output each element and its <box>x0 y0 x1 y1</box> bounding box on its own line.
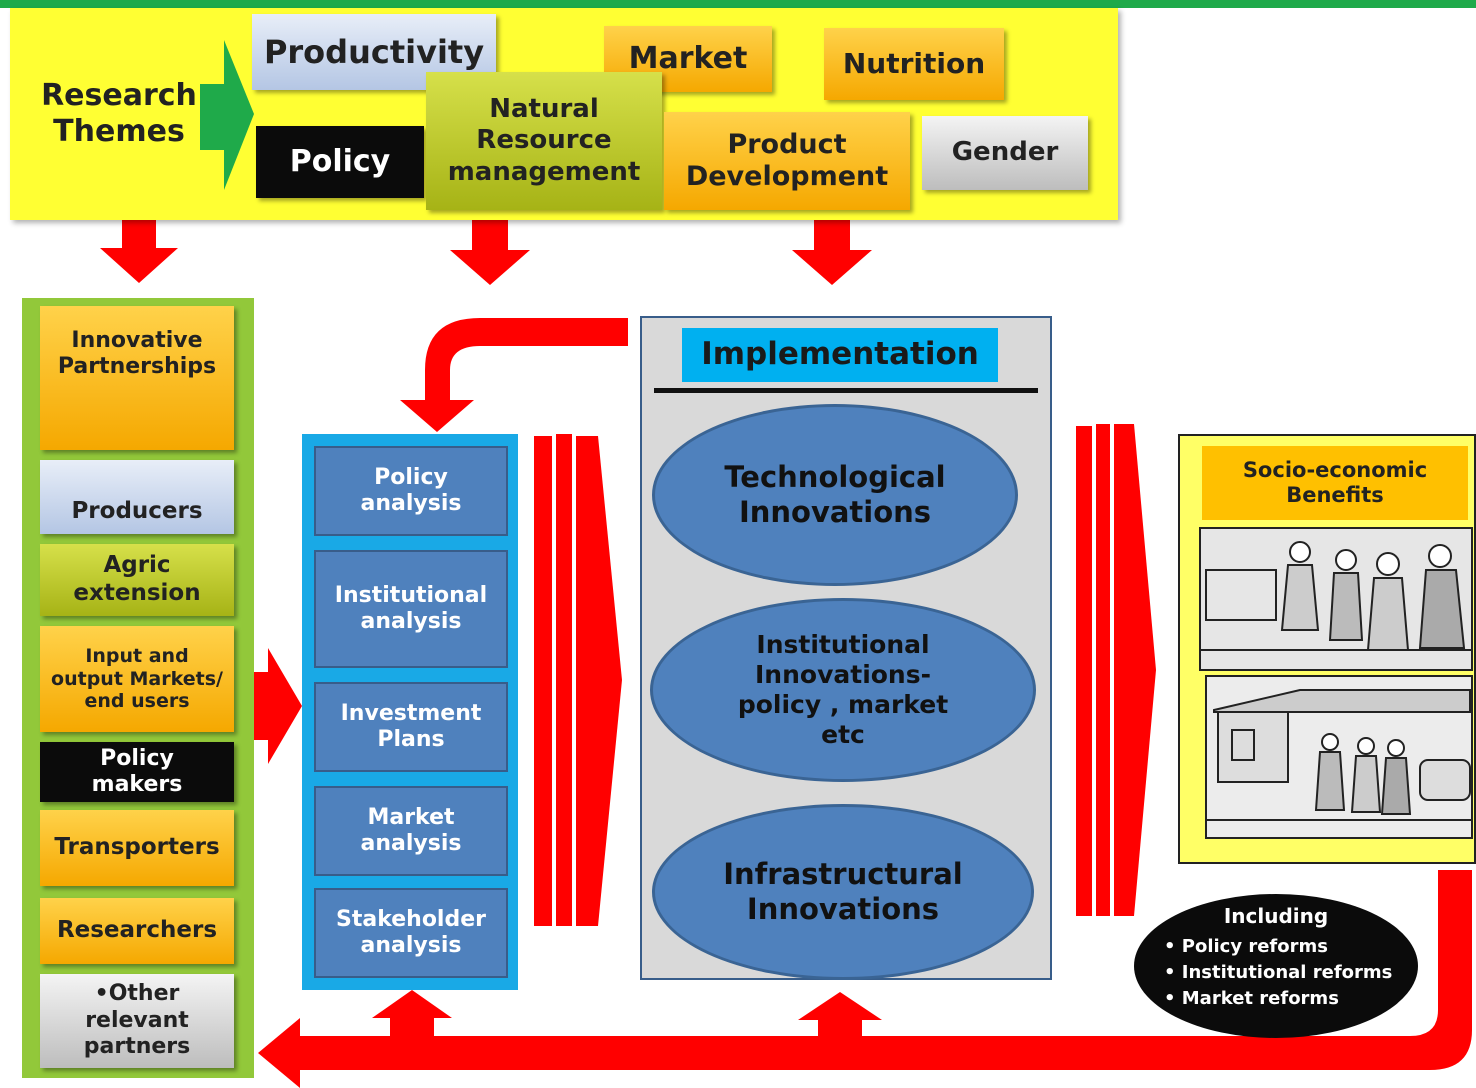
including-ellipse: Including • Policy reforms • Institution… <box>1134 894 1418 1038</box>
theme-nutrition: Nutrition <box>824 28 1004 100</box>
chevron-head-1 <box>576 436 622 926</box>
implementation-title: Implementation <box>682 328 998 382</box>
theme-product-development: Product Development <box>664 112 910 210</box>
including-list: • Policy reforms • Institutional reforms… <box>1164 934 1418 1012</box>
including-title: Including <box>1223 904 1329 928</box>
right-arrow-stakeholders <box>240 648 302 764</box>
including-item-policy-reforms: • Policy reforms <box>1164 936 1328 957</box>
up-arrow-analysis <box>372 990 452 1036</box>
theme-gender: Gender <box>922 116 1088 190</box>
including-item-market-reforms: • Market reforms <box>1164 988 1339 1009</box>
theme-natural-resource-management: Natural Resource management <box>426 72 662 210</box>
theme-policy: Policy <box>256 126 424 198</box>
implementation-divider <box>654 388 1038 393</box>
top-border <box>0 0 1476 8</box>
stakeholder-producers: Producers <box>40 460 234 534</box>
including-item-institutional-reforms: • Institutional reforms <box>1164 962 1393 983</box>
institutional-innovations: Institutional Innovations- policy , mark… <box>650 598 1036 782</box>
chevron-bar-1b <box>556 434 572 926</box>
down-arrow-middle <box>450 220 530 285</box>
stakeholder-transporters: Transporters <box>40 810 234 886</box>
chevron-bar-1a <box>534 436 552 926</box>
up-arrow-implementation <box>798 992 882 1036</box>
chevron-bar-2a <box>1076 426 1092 916</box>
stakeholder-researchers: Researchers <box>40 898 234 964</box>
chevron-bar-2b <box>1096 424 1110 916</box>
chevron-head-2 <box>1114 424 1156 916</box>
illustration-people-market <box>1199 527 1473 671</box>
bottom-return-arrow <box>258 870 1472 1088</box>
research-themes-label: Research Themes <box>41 78 197 149</box>
down-arrow-left <box>100 218 178 283</box>
illustration-house-village <box>1205 675 1473 839</box>
down-arrow-right <box>792 220 872 285</box>
curved-arrow-feedback <box>400 318 628 432</box>
